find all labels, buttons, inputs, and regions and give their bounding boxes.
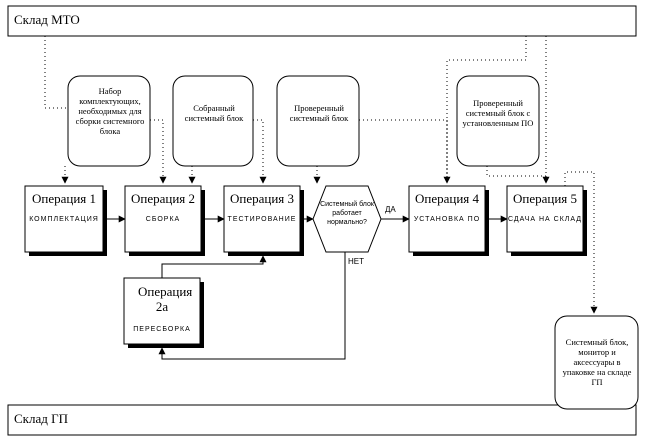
decision-question: Системный блок работает нормально? — [320, 201, 374, 226]
decision-no-label: НЕТ — [348, 257, 364, 266]
op5-title: Операция 5 — [512, 191, 578, 206]
decision-yes-label: ДА — [385, 205, 396, 214]
note-2-box — [172, 75, 254, 167]
note-3-box — [276, 75, 360, 167]
dotted-note4-op5 — [486, 166, 546, 177]
op4-title: Операция 4 — [414, 191, 480, 206]
op5-subtitle: СДАЧА НА СКЛАД — [507, 216, 583, 223]
arrow-decision-op2a — [158, 252, 346, 360]
store-gp-box — [7, 404, 637, 436]
op1-title: Операция 1 — [31, 191, 97, 206]
dotted-note2-op3 — [253, 119, 267, 184]
op1-box — [24, 185, 104, 253]
note-1-text: Набор комплектующих, необходимых для сбо… — [75, 86, 145, 136]
dotted-note3-op4 — [359, 119, 451, 184]
op2a-title: Операция 2а — [138, 284, 193, 314]
op3-box — [223, 185, 301, 253]
dotted-mto-op4 — [446, 36, 527, 183]
note-3-text: Проверенный системный блок — [289, 103, 349, 123]
op3-subtitle: ТЕСТИРОВАНИЕ — [227, 216, 297, 223]
op2a-subtitle: ПЕРЕСБОРКА — [133, 326, 191, 333]
op5-box — [506, 185, 584, 253]
store-mto-box — [7, 5, 637, 37]
note-5-text: Системный блок, монитор и аксессуары в у… — [562, 337, 632, 387]
note-4-box — [456, 75, 540, 167]
note-4-text: Проверенный системный блок с установленн… — [462, 98, 534, 128]
op2-box — [124, 185, 202, 253]
op2-subtitle: СБОРКА — [145, 216, 181, 223]
op4-box — [408, 185, 486, 253]
op4-subtitle: УСТАНОВКА ПО — [413, 216, 481, 223]
op3-title: Операция 3 — [229, 191, 295, 206]
note-2-text: Собранный системный блок — [184, 103, 244, 123]
dotted-op5-note5 — [564, 171, 598, 314]
arrow-op2a-op3 — [161, 255, 267, 278]
store-gp-label: Склад ГП — [14, 411, 69, 426]
dotted-mto-note1 — [44, 36, 68, 109]
op1-subtitle: КОМПЛЕКТАЦИЯ — [29, 216, 99, 223]
note-1-box — [67, 75, 151, 167]
dotted-note1-op2 — [150, 119, 167, 184]
store-mto-label: Склад МТО — [14, 12, 80, 27]
op2a-box — [123, 277, 201, 345]
op2-title: Операция 2 — [130, 191, 196, 206]
note-5-box — [554, 315, 639, 410]
